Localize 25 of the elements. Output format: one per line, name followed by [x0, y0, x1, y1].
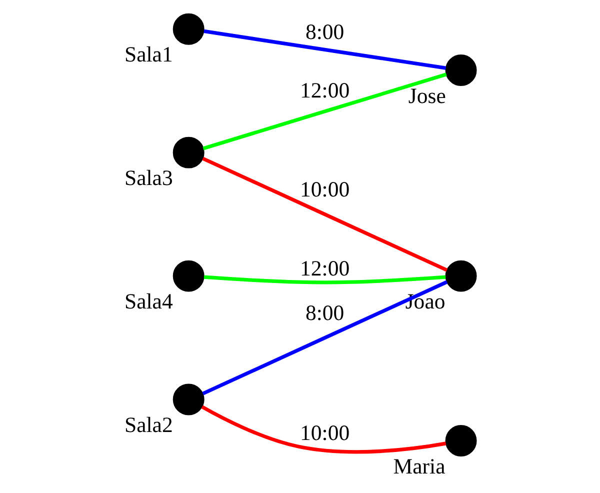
node-circle	[445, 260, 477, 292]
node-circle	[172, 260, 204, 292]
connector	[202, 280, 448, 395]
connector	[202, 156, 448, 272]
node-circle	[172, 12, 204, 44]
edge-label: 8:00	[305, 300, 344, 325]
node-label: Maria	[393, 454, 446, 478]
node-label: Jose	[408, 83, 446, 108]
edge-label: 8:00	[305, 20, 344, 44]
connector	[204, 274, 446, 284]
node-circle	[172, 136, 204, 168]
node-label: Sala1	[124, 42, 173, 66]
node-circle	[445, 424, 477, 456]
edge-label: 12:00	[300, 256, 350, 280]
connector	[204, 28, 446, 70]
connector	[201, 404, 446, 454]
node-circle	[172, 383, 204, 415]
edge-label: 12:00	[300, 78, 350, 102]
node-label: Sala4	[124, 289, 173, 314]
connector	[202, 72, 447, 150]
edge-label: 10:00	[300, 420, 350, 444]
node-label: Sala3	[124, 166, 173, 190]
node-circle	[445, 54, 477, 86]
node-label: Sala2	[124, 412, 173, 437]
edge-label: 10:00	[300, 177, 350, 202]
